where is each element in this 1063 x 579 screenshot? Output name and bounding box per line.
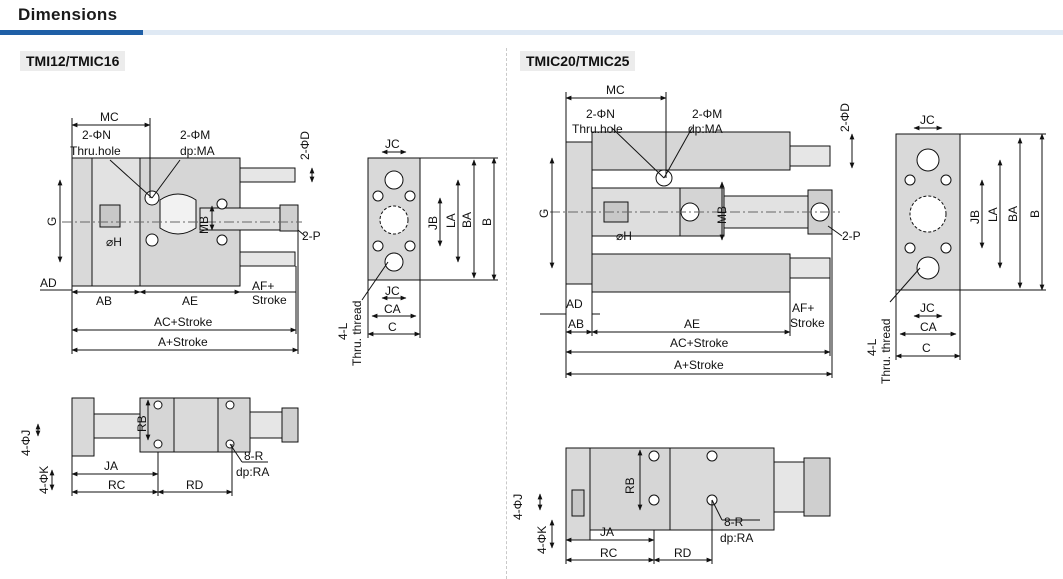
lbl-jc-bottom-r: JC (920, 301, 935, 315)
lbl-d: 2-ΦD (298, 131, 312, 160)
left-bottom-view (71, 397, 299, 457)
section-title: Dimensions (18, 5, 118, 24)
lbl-ca-r: CA (920, 320, 937, 334)
right-side-view (895, 133, 961, 291)
lbl-thread-r: Thru. thread (879, 319, 893, 384)
left-model-label: TMI12/TMIC16 (20, 51, 126, 71)
lbl-l-r: 4-L (865, 338, 879, 356)
right-side-dimensions (889, 125, 1046, 360)
lbl-c: C (388, 320, 397, 334)
lbl-j-r: 4-ΦJ (511, 494, 525, 520)
lbl-ba: BA (460, 212, 474, 228)
lbl-p-r: 2-P (842, 229, 861, 243)
lbl-b-r: B (1028, 210, 1042, 218)
lbl-dpma-r: dp:MA (688, 122, 723, 136)
lbl-l: 4-L (336, 322, 350, 340)
lbl-rc: RC (108, 478, 126, 492)
lbl-ca: CA (384, 302, 401, 316)
left-labels: MC 2-ΦN Thru.hole 2-ΦM dp:MA 2-ΦD G ⌀H M… (19, 110, 494, 494)
panel-divider (506, 48, 507, 579)
lbl-thruhole-r: Thru.hole (572, 122, 623, 136)
lbl-a-r: A+Stroke (674, 358, 724, 372)
lbl-af: AF+ (252, 279, 274, 293)
right-labels: MC 2-ΦN Thru.hole 2-ΦM dp:MA 2-ΦD G ⌀H M… (511, 83, 1042, 560)
lbl-p: 2-P (302, 229, 321, 243)
lbl-af-stroke-r: Stroke (790, 316, 825, 330)
lbl-jc-top: JC (385, 137, 400, 151)
lbl-rc-r: RC (600, 546, 618, 560)
lbl-rd-r: RD (674, 546, 692, 560)
lbl-ad-r: AD (566, 297, 583, 311)
header-band (143, 30, 1063, 35)
lbl-thread: Thru. thread (350, 301, 364, 366)
lbl-h-r: ⌀H (616, 229, 632, 243)
lbl-g-r: G (537, 209, 551, 218)
lbl-b: B (480, 218, 494, 226)
lbl-ba-r: BA (1006, 206, 1020, 222)
lbl-jb: JB (426, 216, 440, 230)
lbl-ac-r: AC+Stroke (670, 336, 729, 350)
lbl-m-r: 2-ΦM (692, 107, 722, 121)
right-model-label: TMIC20/TMIC25 (520, 51, 636, 71)
lbl-mb-r: MB (715, 206, 729, 224)
lbl-ae-r: AE (684, 317, 700, 331)
lbl-j: 4-ΦJ (19, 430, 33, 456)
right-front-view (550, 131, 840, 293)
lbl-rb-r: RB (623, 477, 637, 494)
lbl-d-r: 2-ΦD (838, 103, 852, 132)
left-front-view (62, 157, 302, 287)
lbl-mb: MB (197, 216, 211, 234)
lbl-n: 2-ΦN (82, 128, 111, 142)
lbl-jc-bottom: JC (385, 284, 400, 298)
lbl-af-r: AF+ (792, 301, 814, 315)
lbl-a: A+Stroke (158, 335, 208, 349)
lbl-ac: AC+Stroke (154, 315, 213, 329)
lbl-rd: RD (186, 478, 204, 492)
lbl-af-stroke: Stroke (252, 293, 287, 307)
header-accent-bar (0, 30, 143, 35)
lbl-la-r: LA (986, 207, 1000, 222)
lbl-g: G (45, 217, 59, 226)
lbl-rb: RB (135, 415, 149, 432)
section-header: Dimensions (0, 0, 1063, 36)
right-bottom-view (565, 447, 831, 541)
lbl-n-r: 2-ΦN (586, 107, 615, 121)
left-front-dimensions (40, 118, 315, 354)
lbl-ae: AE (182, 294, 198, 308)
lbl-ja: JA (104, 459, 118, 473)
lbl-ab-r: AB (568, 317, 584, 331)
lbl-mc-r: MC (606, 83, 625, 97)
lbl-r-r: 8-R (724, 515, 744, 529)
right-front-dimensions (540, 92, 855, 378)
lbl-dpma: dp:MA (180, 144, 215, 158)
lbl-ab: AB (96, 294, 112, 308)
lbl-jb-r: JB (968, 210, 982, 224)
left-side-dimensions (361, 149, 498, 338)
lbl-thruhole: Thru.hole (70, 144, 121, 158)
lbl-c-r: C (922, 341, 931, 355)
lbl-ja-r: JA (600, 525, 614, 539)
lbl-m: 2-ΦM (180, 128, 210, 142)
left-bottom-dimensions (35, 399, 268, 496)
lbl-mc: MC (100, 110, 119, 124)
lbl-h: ⌀H (106, 235, 122, 249)
lbl-dpra: dp:RA (236, 465, 269, 479)
right-bottom-dimensions (537, 449, 760, 564)
lbl-dpra-r: dp:RA (720, 531, 753, 545)
lbl-r: 8-R (244, 449, 264, 463)
lbl-k-r: 4-ΦK (535, 526, 549, 554)
lbl-k: 4-ΦK (37, 466, 51, 494)
lbl-ad: AD (40, 276, 57, 290)
lbl-la: LA (444, 213, 458, 228)
lbl-jc-top-r: JC (920, 113, 935, 127)
left-side-view (367, 157, 421, 281)
